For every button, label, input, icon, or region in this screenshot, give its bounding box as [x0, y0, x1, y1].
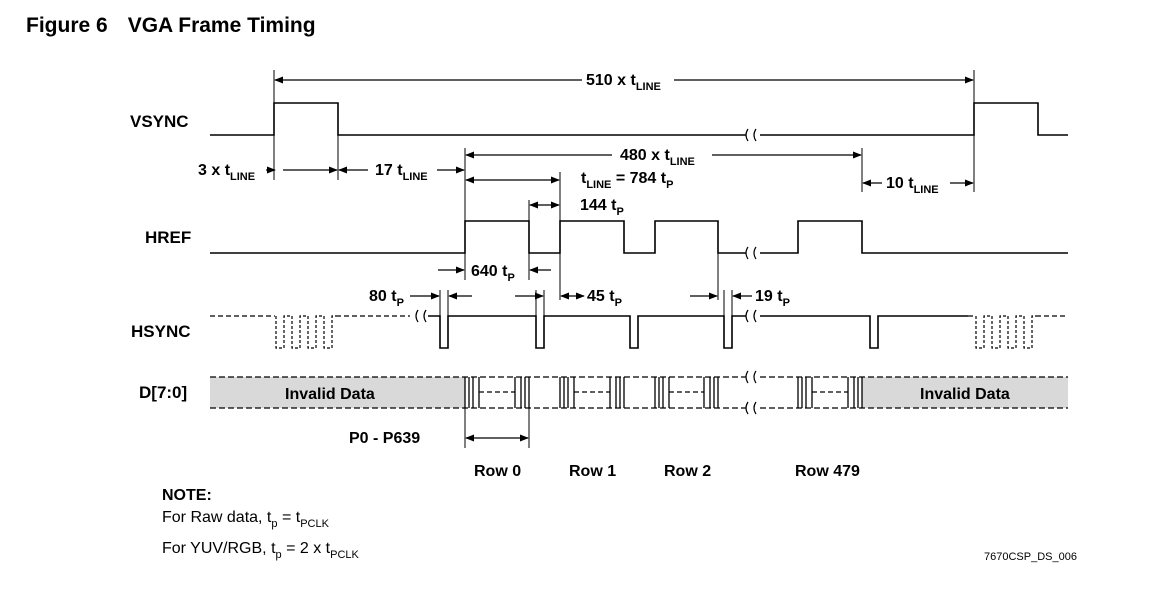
invalid-data-left: Invalid Data: [285, 386, 375, 403]
pixel-range-label: P0 - P639: [349, 430, 420, 447]
hsync-break-left: [415, 309, 427, 323]
dimension-arrows: [266, 76, 974, 442]
note-line-yuv: For YUV/RGB, tp = 2 x tPCLK: [162, 540, 360, 561]
row-label: Row 2: [664, 463, 711, 480]
vsync-label: VSYNC: [130, 112, 189, 131]
note-line-raw: For Raw data, tp = tPCLK: [162, 509, 330, 530]
vsync-waveform: [210, 102, 1068, 136]
hsync-80-label: 80 tP: [369, 288, 404, 309]
active-lines-label: 480 x tLINE: [620, 147, 695, 168]
front-porch-label: 10 tLINE: [886, 175, 939, 196]
hsync-pulses-left: [275, 315, 336, 349]
vsync-pulse-label: 3 x tLINE: [198, 162, 255, 183]
href-waveform: [210, 220, 1068, 254]
hsync-break-mid: [745, 309, 757, 323]
row-label: Row 1: [569, 463, 616, 480]
line-time-label: tLINE = 784 tP: [581, 170, 673, 191]
href-label: HREF: [145, 228, 191, 247]
figure-caption: VGA Frame Timing: [127, 14, 316, 37]
guide-lines: [273, 70, 975, 448]
figure-number: Figure 6: [26, 14, 108, 37]
back-porch-label: 17 tLINE: [375, 162, 428, 183]
note-heading: NOTE:: [162, 487, 212, 504]
vsync-break-mark: [745, 128, 757, 142]
invalid-data-right: Invalid Data: [920, 386, 1010, 403]
frame-time-label: 510 x tLINE: [586, 72, 661, 93]
row-label: Row 0: [474, 463, 521, 480]
hsync-label: HSYNC: [131, 322, 191, 341]
href-high-label: 640 tP: [471, 263, 515, 284]
hsync-19-label: 19 tP: [755, 288, 790, 309]
row-data-blocks: [464, 377, 863, 408]
data-bus-label: D[7:0]: [139, 383, 187, 402]
hsync-waveform: [428, 315, 968, 349]
figure-title: Figure 6 VGA Frame Timing: [26, 14, 316, 38]
data-bus: [210, 370, 1068, 415]
hsync-45-label: 45 tP: [587, 288, 622, 309]
href-break-mark: [745, 246, 757, 260]
row-label: Row 479: [795, 463, 860, 480]
href-low-label: 144 tP: [580, 197, 624, 218]
document-id: 7670CSP_DS_006: [984, 551, 1077, 563]
hsync-pulses-right: [975, 315, 1036, 349]
